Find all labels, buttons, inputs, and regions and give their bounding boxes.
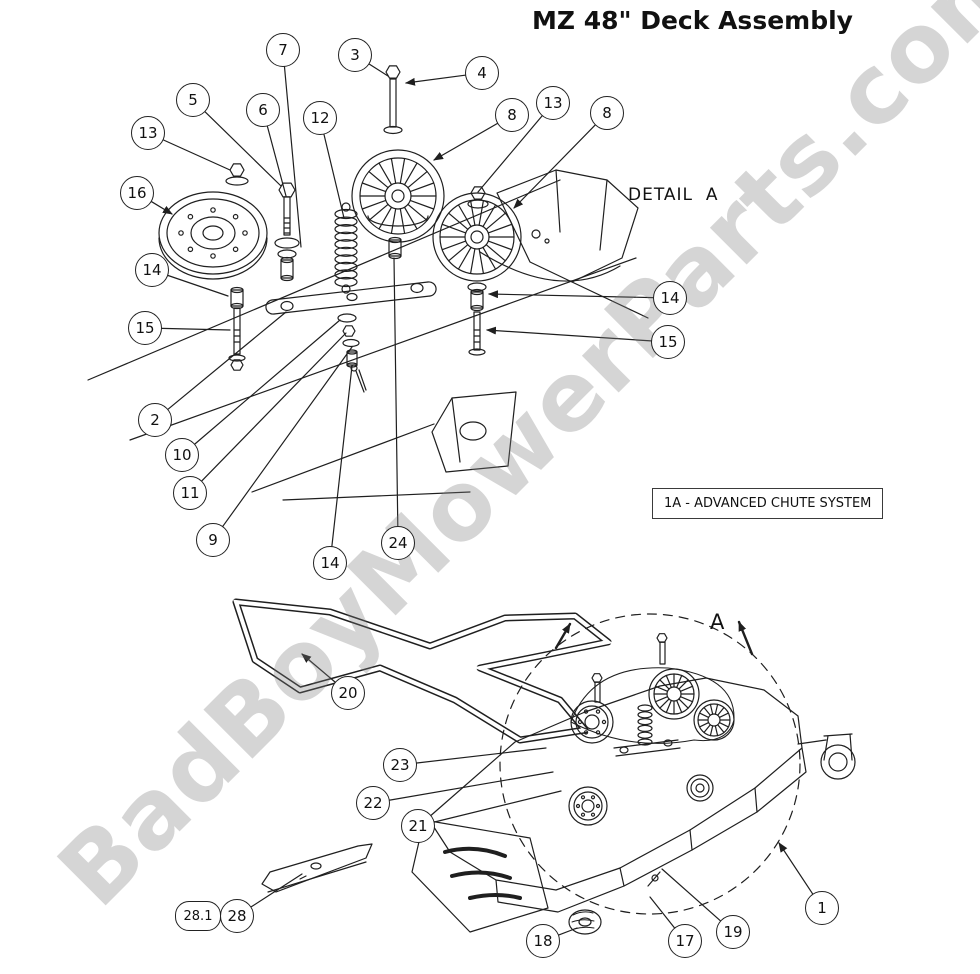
leader-line-14	[167, 274, 229, 297]
belt-guard-plate	[479, 169, 649, 319]
pulley-bolt-top	[383, 65, 403, 135]
deck-body	[427, 677, 807, 913]
leader-line-14	[488, 290, 654, 299]
flat-idler-pulley-left	[158, 191, 268, 280]
spoked-idler-pulley-right	[432, 186, 522, 282]
leader-line-13	[477, 115, 543, 193]
leader-line-3	[368, 63, 389, 77]
leader-line-24	[393, 257, 399, 527]
left-pulley-hardware	[228, 286, 246, 371]
hanger-bracket	[431, 391, 517, 473]
detail-circle-letter: A	[710, 610, 725, 634]
leader-line-16	[151, 201, 173, 215]
mower-blade	[261, 843, 373, 893]
arm-pivot-hardware	[337, 313, 367, 393]
leader-line-17	[649, 896, 676, 929]
page-title: MZ 48" Deck Assembly	[532, 6, 853, 35]
leader-line-18	[558, 927, 578, 936]
leader-line-15	[486, 326, 652, 342]
leader-lines	[151, 63, 814, 936]
leader-line-5	[204, 111, 282, 187]
idler-spring	[334, 202, 358, 294]
deck-top-pulleys	[568, 667, 735, 826]
chute-note-box: 1A - ADVANCED CHUTE SYSTEM	[652, 488, 884, 519]
leader-line-21	[433, 790, 562, 823]
detail-a-label: DETAIL A	[628, 185, 719, 205]
leader-line-15	[161, 327, 231, 331]
deck-front-bolt	[647, 871, 661, 887]
leader-line-23	[416, 747, 547, 764]
leader-line-9	[222, 346, 353, 527]
idler-arm-bolt	[274, 182, 300, 282]
leader-line-19	[661, 868, 721, 922]
nut-left	[225, 163, 249, 186]
leader-line-20	[301, 653, 336, 683]
deck-top-hardware	[591, 633, 681, 757]
pulley-spacer-center	[388, 236, 402, 260]
right-pulley-hardware	[467, 282, 487, 356]
caster-wheel	[797, 733, 856, 780]
leader-line-13	[162, 139, 231, 171]
leader-line-8	[513, 124, 596, 209]
discharge-chute	[411, 819, 549, 933]
detail-a-circle	[499, 613, 801, 915]
leader-line-10	[194, 319, 341, 445]
deck-roller	[568, 909, 602, 935]
leader-line-1	[778, 842, 814, 895]
leader-line-12	[323, 133, 345, 219]
leader-line-28	[250, 873, 303, 908]
idler-arm	[265, 281, 437, 315]
spoked-idler-pulley-center	[351, 149, 445, 243]
leader-line-8	[433, 122, 498, 161]
leader-line-6	[266, 125, 287, 197]
deck-belt	[232, 598, 613, 744]
leader-line-22	[389, 771, 554, 801]
leader-line-2	[167, 311, 287, 410]
leader-line-7	[283, 66, 302, 248]
leader-line-14	[331, 365, 353, 547]
leader-line-4	[405, 74, 466, 86]
deck-section-frame-lines	[87, 179, 637, 501]
leader-line-11	[201, 332, 347, 482]
